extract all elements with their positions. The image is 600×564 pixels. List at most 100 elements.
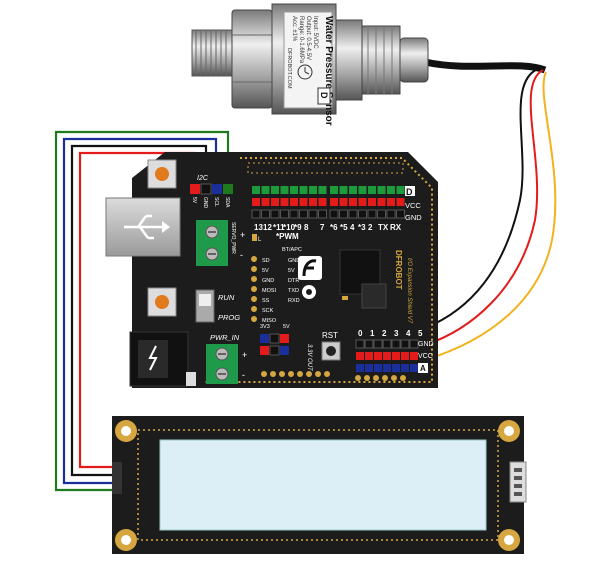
analog-pin xyxy=(392,352,400,360)
switch-run-label: RUN xyxy=(218,293,235,302)
bottom-pad xyxy=(270,371,276,377)
header-pads-left xyxy=(251,256,257,322)
digital-pin xyxy=(339,198,348,206)
analog-pin xyxy=(383,352,391,360)
header-pad xyxy=(251,306,257,312)
digital-pin xyxy=(251,209,261,219)
i2c-pin-gnd: GND xyxy=(202,197,208,209)
digital-pin-number: *6 xyxy=(330,223,338,232)
spi-pin-label: MOSI xyxy=(262,288,277,294)
shield-name: I/O Expansion Shield V7 xyxy=(406,258,412,324)
bottom-pad xyxy=(324,371,330,377)
digital-pin xyxy=(377,209,386,219)
bt-pin-label: 5V xyxy=(288,268,295,274)
digital-pin xyxy=(396,209,405,219)
gear-icon xyxy=(302,285,316,299)
analog-pin xyxy=(391,339,401,349)
out3v3-label: 3.3V OUT xyxy=(306,344,312,372)
digital-pin xyxy=(368,186,376,194)
sensor-spec-1: Input: 5VDC xyxy=(312,16,318,49)
digital-pin xyxy=(252,186,260,194)
digital-pin xyxy=(280,186,289,194)
spi-pin-label: MISO xyxy=(262,318,277,324)
header-pad xyxy=(251,286,257,292)
sensor-cable xyxy=(424,58,547,74)
digital-pin-number: 4 xyxy=(350,223,355,232)
digital-pin xyxy=(270,209,280,219)
bottom-pad xyxy=(297,371,303,377)
header-pad xyxy=(251,266,257,272)
digital-vcc-label: VCC xyxy=(405,201,421,210)
sensor-spec-2: Output: 0.5-4.5V xyxy=(305,16,311,60)
analog-pin xyxy=(383,364,391,372)
analog-pin-number: 3 xyxy=(394,329,399,338)
servo-power-terminal[interactable] xyxy=(196,220,228,266)
digital-pin-number: *5 xyxy=(340,223,348,232)
analog-pin xyxy=(374,364,382,372)
water-pressure-sensor: Water Pressure Sensor Input: 5VDC Output… xyxy=(191,3,429,126)
digital-pin xyxy=(367,209,377,219)
digital-pin xyxy=(280,209,289,219)
digital-pin-number: 2 xyxy=(368,223,373,232)
digital-pin xyxy=(299,209,308,219)
power-label: PWR_IN xyxy=(210,333,240,342)
analog-pin xyxy=(356,352,364,360)
bottom-pad xyxy=(373,375,379,381)
i2c-label: I2C xyxy=(197,175,209,182)
pwm-label: *PWM xyxy=(276,232,299,241)
digital-pin xyxy=(396,186,405,194)
bottom-pad xyxy=(261,371,267,377)
digital-pin xyxy=(329,209,339,219)
i2c-pin-5v: 5V xyxy=(191,197,197,204)
digital-pin xyxy=(358,198,367,206)
digital-pin xyxy=(349,186,357,194)
digital-pin xyxy=(318,198,327,206)
analog-pin xyxy=(374,352,382,360)
usb-icon xyxy=(124,214,162,240)
power-terminal[interactable] xyxy=(206,344,238,384)
analog-pin-number: 2 xyxy=(382,329,387,338)
digital-pin-number: TX xyxy=(378,223,389,232)
digital-pin xyxy=(358,209,367,219)
servo-minus: - xyxy=(240,250,243,260)
sensor-spec-3: Range: 0-1.6MPa xyxy=(298,16,304,64)
analog-pin-number: 4 xyxy=(406,329,411,338)
analog-pin xyxy=(401,364,409,372)
digital-pin xyxy=(318,186,327,194)
power-bottom-pads xyxy=(261,371,406,381)
analog-pin-number: 0 xyxy=(358,329,363,338)
analog-pin xyxy=(401,352,409,360)
spi-pin-label: SCK xyxy=(262,308,274,314)
digital-pin xyxy=(339,209,348,219)
analog-a-label: A xyxy=(420,364,426,373)
bottom-pad xyxy=(315,371,321,377)
digital-pin xyxy=(261,186,270,194)
bottom-pad xyxy=(391,375,397,381)
digital-pin xyxy=(290,186,298,194)
digital-gnd-label: GND xyxy=(405,213,422,222)
digital-pin xyxy=(387,198,395,206)
spi-pin-label: GND xyxy=(262,278,274,284)
digital-pin xyxy=(261,209,270,219)
bt-label: BT/APC xyxy=(282,247,302,253)
lcd-module xyxy=(112,416,527,554)
sensor-brand: DFROBOT.COM xyxy=(286,48,292,89)
analog-pin-number: 5 xyxy=(418,329,423,338)
digital-pin xyxy=(252,198,260,206)
bottom-pad xyxy=(382,375,388,381)
wire-green xyxy=(54,130,230,492)
sensor-d-mark: D xyxy=(319,92,329,99)
digital-pin-number: *9 xyxy=(294,223,302,232)
digital-pin xyxy=(261,198,270,206)
analog-pin xyxy=(410,352,418,360)
analog-pin xyxy=(356,364,364,372)
digital-pin xyxy=(299,198,308,206)
header-pad xyxy=(251,256,257,262)
sensor-title: Water Pressure Sensor xyxy=(323,16,334,126)
digital-pin xyxy=(377,186,386,194)
header-pad xyxy=(251,296,257,302)
analog-pin xyxy=(410,364,418,372)
bottom-pad xyxy=(279,371,285,377)
